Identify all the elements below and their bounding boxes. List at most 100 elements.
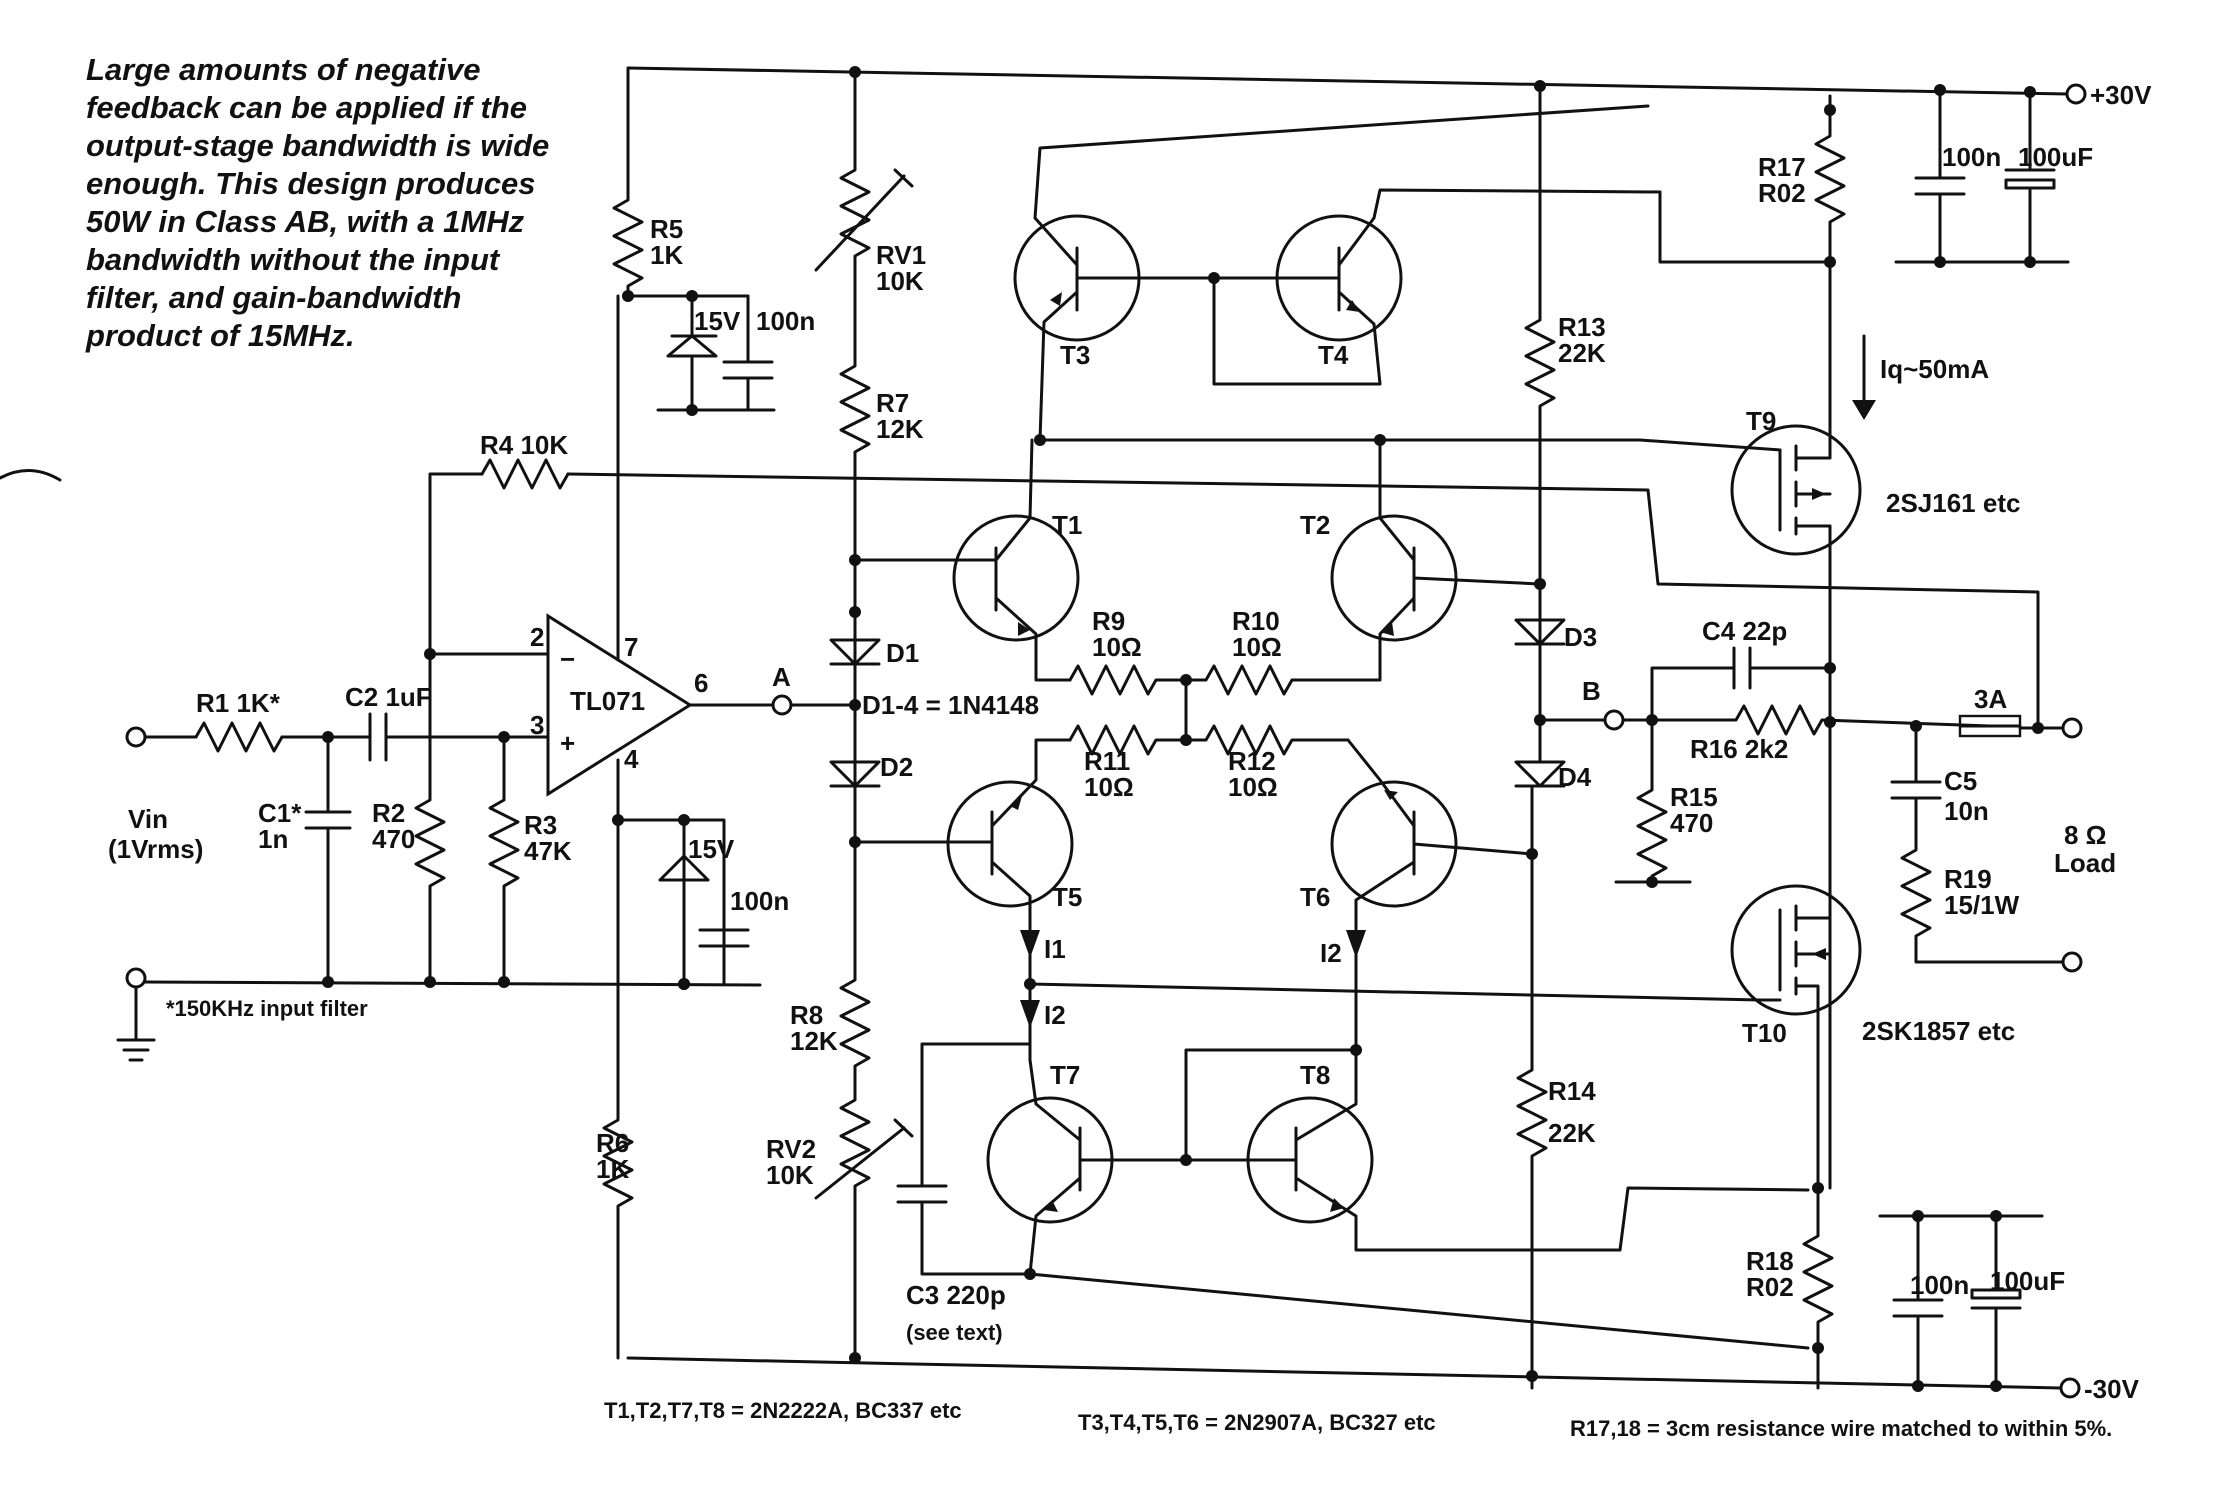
caption-line: filter, and gain-bandwidth — [86, 280, 461, 315]
r3-resistor — [488, 735, 520, 984]
r18-label: R18 — [1746, 1246, 1794, 1276]
d2-label: D2 — [880, 752, 913, 782]
input-filter-note: *150KHz input filter — [166, 996, 368, 1021]
r17-value: R02 — [1758, 178, 1806, 208]
r1-resistor — [194, 721, 284, 753]
c4-label: C4 22p — [1702, 616, 1787, 646]
t9-type: 2SJ161 etc — [1886, 488, 2020, 518]
vin-level: (1Vrms) — [108, 834, 203, 864]
opamp-minus: − — [560, 644, 575, 674]
z1-zener — [666, 294, 718, 412]
c-z2-label: 100n — [730, 886, 789, 916]
positive-decoupling: 100n 100uF — [1894, 84, 2093, 268]
c-z2-capacitor — [698, 868, 750, 986]
r3-label: R3 — [524, 810, 557, 840]
c-z1-capacitor — [722, 294, 774, 412]
upper-transistors: T3 T4 T1 T2 R9 10Ω R10 10Ω — [853, 104, 1782, 746]
caption-line: enough. This design produces — [86, 166, 536, 201]
r17-resistor — [1814, 94, 1846, 264]
opamp-pin-6: 6 — [694, 668, 708, 698]
r10-label: R10 — [1232, 606, 1280, 636]
r2-value: 470 — [372, 824, 415, 854]
figure-caption: Large amounts of negative feedback can b… — [85, 52, 549, 353]
r7-label: R7 — [876, 388, 909, 418]
cp1-capacitor — [1914, 88, 1966, 264]
rv1-label: RV1 — [876, 240, 926, 270]
node-a-terminal — [771, 694, 793, 716]
c3-note: (see text) — [906, 1320, 1003, 1345]
cn2-capacitor — [1970, 1214, 2022, 1390]
caption-line: bandwidth without the input — [86, 242, 501, 277]
c3-label: C3 220p — [906, 1280, 1006, 1310]
r18-value: R02 — [1746, 1272, 1794, 1302]
z1-label: 15V — [694, 306, 741, 336]
i1-label: I1 — [1044, 934, 1066, 964]
r9-resistor — [1068, 664, 1188, 696]
negative-supply-label: -30V — [2084, 1374, 2140, 1404]
ground-icon — [116, 985, 156, 1062]
r14-value: 22K — [1548, 1118, 1596, 1148]
negative-rail: -30V — [626, 1356, 2140, 1404]
d3-label: D3 — [1564, 622, 1597, 652]
r6-value: 1K — [596, 1154, 629, 1184]
output-ground-terminal — [2061, 951, 2083, 973]
r19-label: R19 — [1944, 864, 1992, 894]
c1-capacitor — [304, 735, 352, 984]
opamp-name: TL071 — [570, 686, 645, 716]
t6-label: T6 — [1300, 882, 1330, 912]
caption-line: 50W in Class AB, with a 1MHz — [86, 204, 525, 239]
t7-label: T7 — [1050, 1060, 1080, 1090]
diode-type-note: D1-4 = 1N4148 — [862, 690, 1039, 720]
iq-arrow-icon — [1852, 400, 1876, 420]
negative-decoupling: 100n 100uF — [1878, 1210, 2065, 1392]
r6-resistor — [602, 818, 634, 1360]
c5-r19-network — [1890, 724, 2064, 964]
cn2-label: 100uF — [1990, 1266, 2065, 1296]
r12-label: R12 — [1228, 746, 1276, 776]
input-terminal — [125, 726, 147, 748]
vin-label: Vin — [128, 804, 168, 834]
cp2-capacitor — [2004, 90, 2056, 264]
t4-label: T4 — [1318, 340, 1349, 370]
r12-resistor — [1184, 724, 1350, 756]
t9-mosfet — [1730, 424, 1862, 556]
r9-label: R9 — [1092, 606, 1125, 636]
r7-value: 12K — [876, 414, 924, 444]
i2-label-right: I2 — [1320, 938, 1342, 968]
note-npn-types: T1,T2,T7,T8 = 2N2222A, BC337 etc — [604, 1398, 962, 1423]
r8-value: 12K — [790, 1026, 838, 1056]
opamp-plus: + — [560, 728, 575, 758]
negative-supply-terminal — [2059, 1377, 2081, 1399]
opamp-pin-4: 4 — [624, 744, 639, 774]
opamp-pin-2: 2 — [530, 622, 544, 652]
t5-label: T5 — [1052, 882, 1082, 912]
note-pnp-types: T3,T4,T5,T6 = 2N2907A, BC327 etc — [1078, 1410, 1436, 1435]
load-value: Load — [2054, 848, 2116, 878]
c1-label: C1* — [258, 798, 302, 828]
scan-mark — [0, 468, 62, 482]
cn1-capacitor — [1892, 1214, 1944, 1390]
output-terminal — [2061, 717, 2083, 739]
node-a-label: A — [772, 662, 791, 692]
r5-label: R5 — [650, 214, 683, 244]
tl071-opamp: 2 3 − + TL071 6 7 4 — [428, 294, 708, 822]
r6-label: R6 — [596, 1128, 629, 1158]
d1-label: D1 — [886, 638, 919, 668]
opamp-negative-supply: 15V 100n R6 1K — [596, 814, 789, 1360]
positive-supply-terminal — [2065, 83, 2087, 105]
r2-resistor — [414, 652, 446, 984]
d4-label: D4 — [1558, 762, 1592, 792]
t2-transistor — [1330, 514, 1458, 642]
c2-capacitor — [368, 712, 388, 762]
positive-rail: +30V — [626, 66, 2152, 110]
r4-resistor — [480, 458, 570, 490]
opamp-positive-supply: R5 1K 15V 100n — [612, 66, 815, 416]
c5-value: 10n — [1944, 796, 1989, 826]
caption-line: feedback can be applied if the — [86, 90, 527, 125]
t10-mosfet — [1730, 884, 1862, 1016]
rv2-label: RV2 — [766, 1134, 816, 1164]
t9-label: T9 — [1746, 406, 1776, 436]
t6-transistor — [1330, 780, 1458, 908]
caption-line: output-stage bandwidth is wide — [86, 128, 549, 163]
